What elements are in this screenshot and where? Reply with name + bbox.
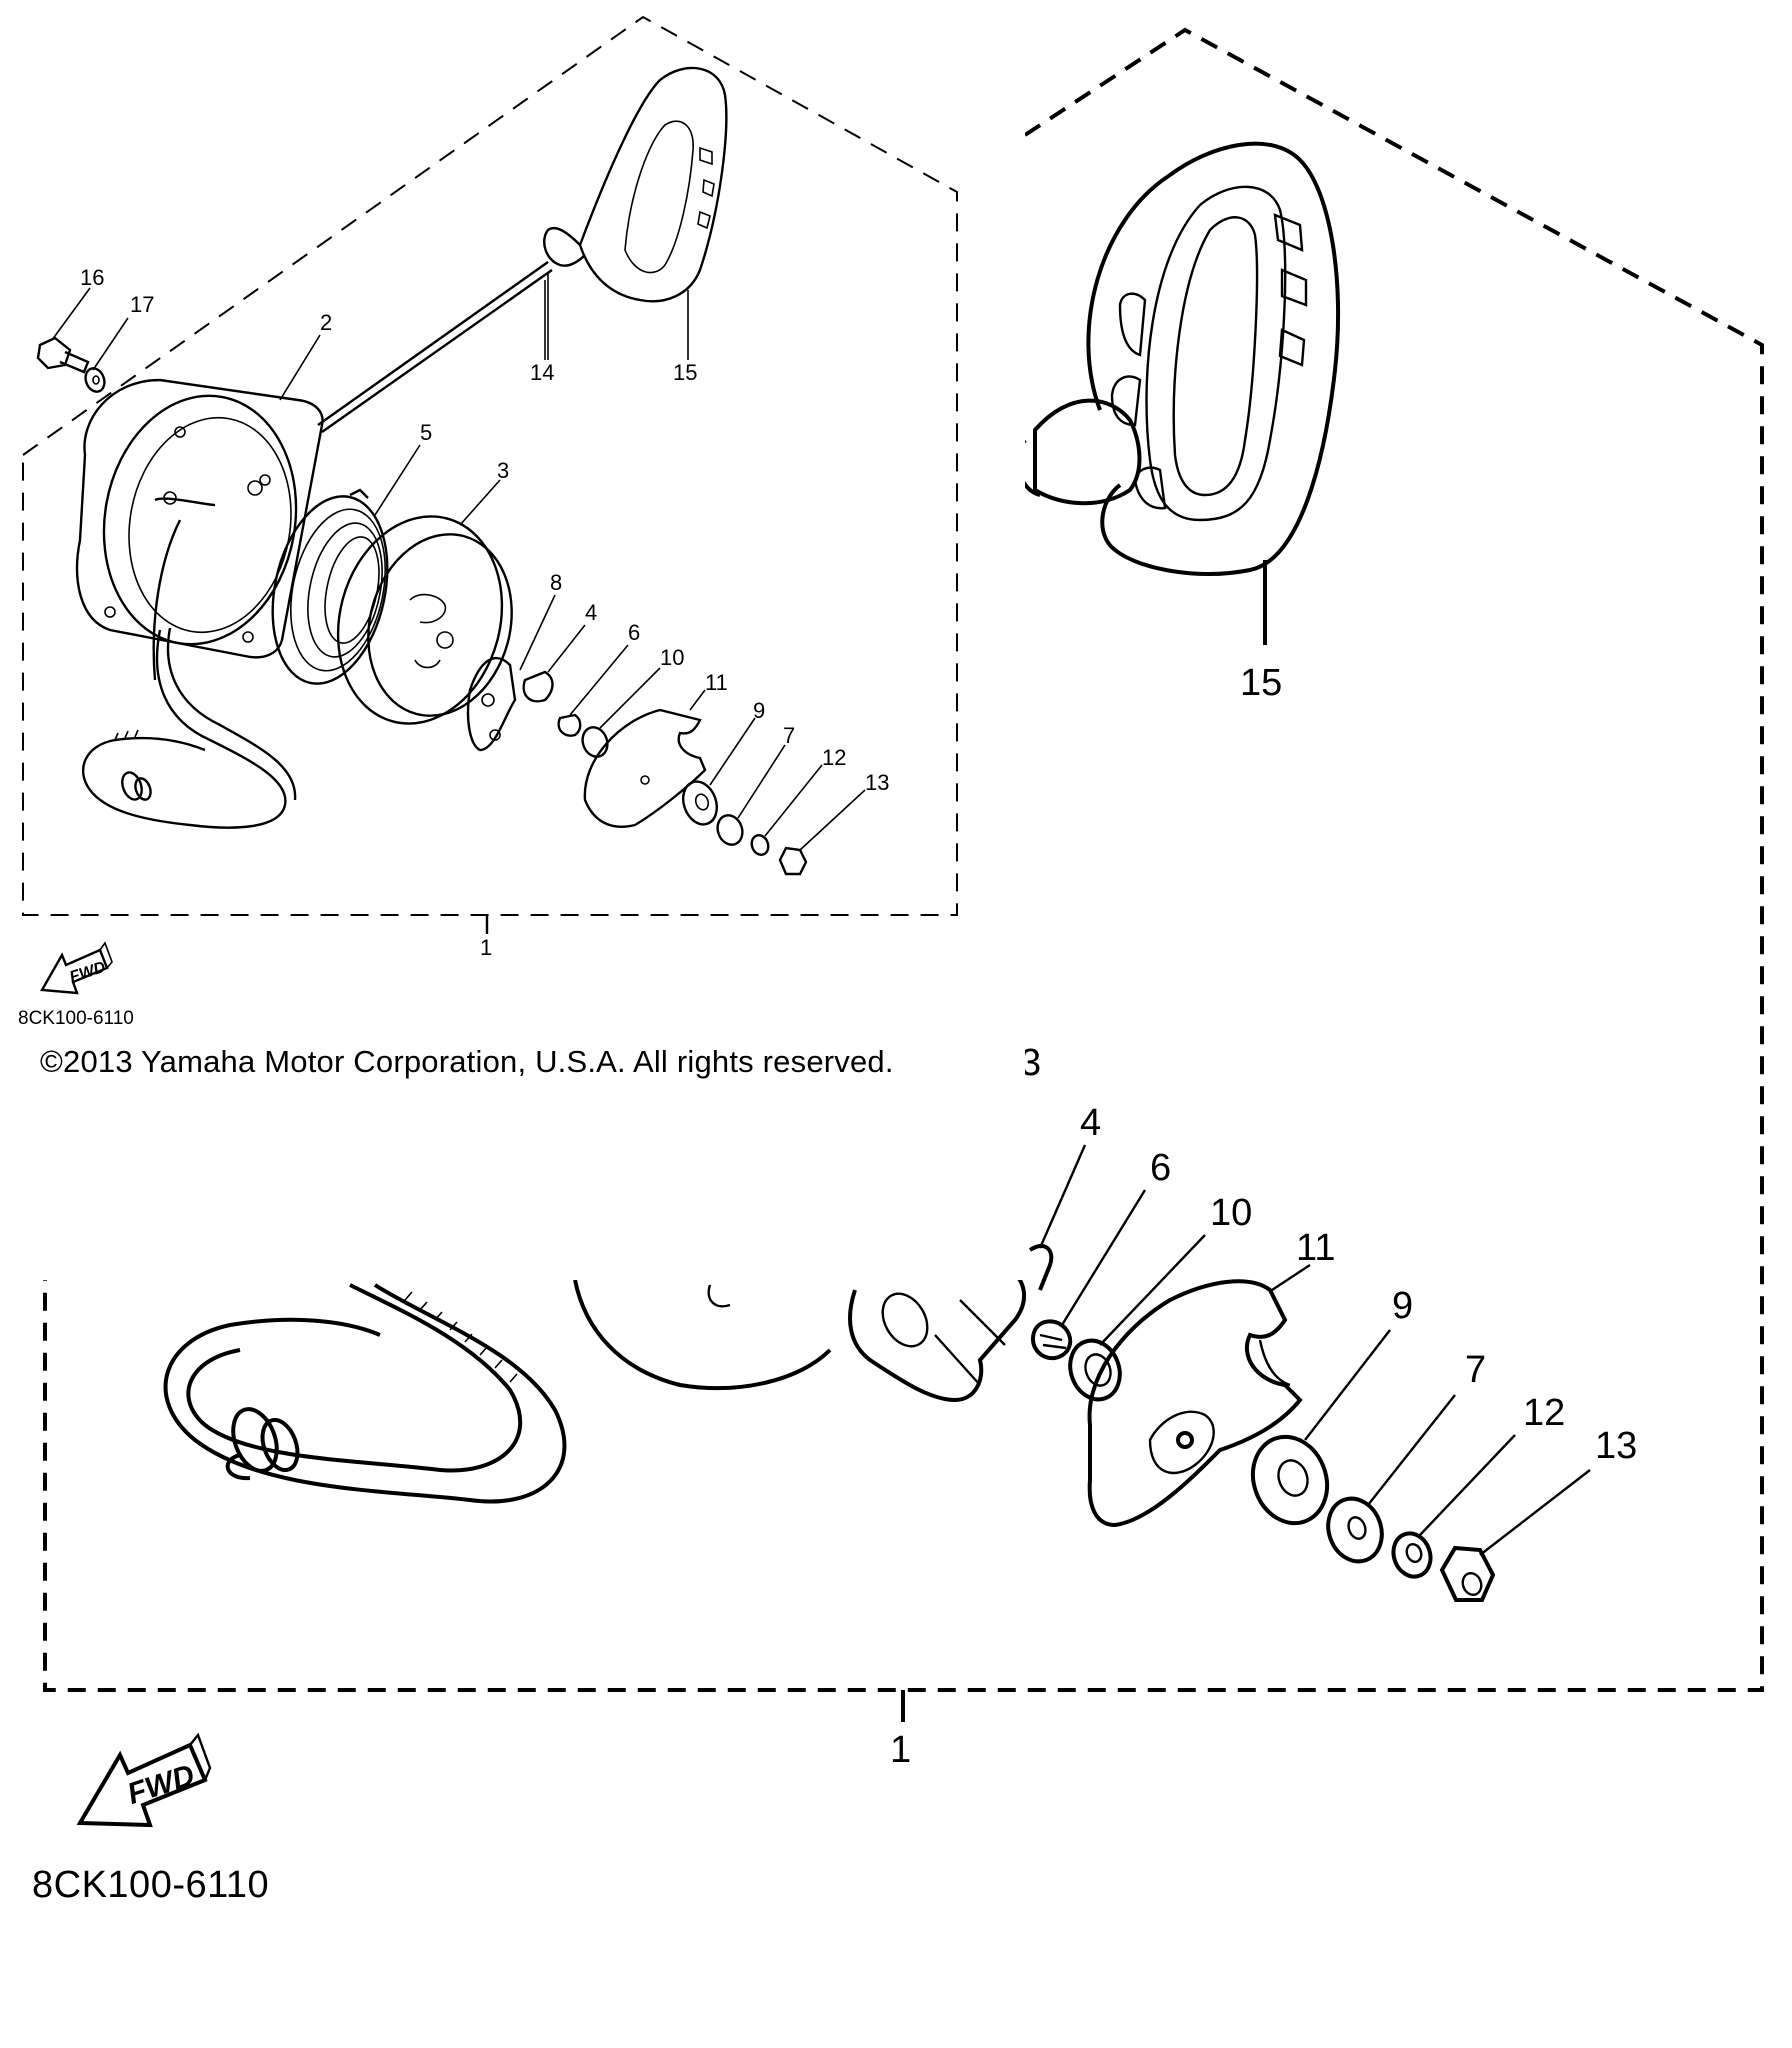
- inset-view: 16 17 2 14 15 5 3 8 4: [22, 15, 958, 995]
- enlarged-small-parts: [1031, 1144, 1591, 1602]
- callout-7-enlarged: 7: [1465, 1349, 1486, 1391]
- callout-1-enlarged: 1: [890, 1729, 911, 1771]
- callout-3: 3: [497, 458, 509, 483]
- callout-14: 14: [530, 360, 554, 385]
- callout-4: 4: [585, 600, 597, 625]
- enlarged-boundary: [43, 27, 1764, 1692]
- starter-housing: [75, 378, 324, 681]
- enlarged-lower-assembly: [163, 1244, 1054, 1504]
- enlarged-view: 15: [43, 27, 1764, 1828]
- callout-12-enlarged: 12: [1523, 1392, 1565, 1434]
- fwd-arrow-enlarged: FWD: [76, 1732, 212, 1828]
- callout-10: 10: [660, 645, 684, 670]
- callout-13-enlarged: 13: [1595, 1425, 1637, 1467]
- callout-9: 9: [753, 698, 765, 723]
- callout-6-enlarged: 6: [1150, 1147, 1171, 1189]
- callout-17: 17: [130, 292, 154, 317]
- inset-boundary: [22, 15, 958, 916]
- callout-13: 13: [865, 770, 889, 795]
- callout-11-enlarged: 11: [1296, 1227, 1335, 1269]
- svg-text:FWD: FWD: [124, 1759, 199, 1811]
- callout-15: 15: [673, 360, 697, 385]
- callout-7: 7: [783, 723, 795, 748]
- callout-3-enlarged: 3: [1020, 1042, 1041, 1084]
- callout-6: 6: [628, 620, 640, 645]
- part-code-enlarged: 8CK100-6110: [32, 1864, 270, 1906]
- rope-reel: [336, 515, 513, 725]
- starter-handle-enlarged: [1015, 141, 1341, 645]
- starter-handle: [543, 66, 728, 360]
- callout-15-enlarged: 15: [1240, 662, 1282, 704]
- callout-16: 16: [80, 265, 104, 290]
- callout-2: 2: [320, 310, 332, 335]
- callout-4-enlarged: 4: [1080, 1102, 1101, 1144]
- callout-9-enlarged: 9: [1392, 1285, 1413, 1327]
- part-code-inset: 8CK100-6110: [18, 1008, 134, 1029]
- copyright-notice: ©2013 Yamaha Motor Corporation, U.S.A. A…: [40, 1044, 894, 1079]
- callout-1: 1: [480, 935, 492, 960]
- callout-11: 11: [705, 670, 728, 695]
- callout-5: 5: [420, 420, 432, 445]
- callout-10-enlarged: 10: [1210, 1192, 1252, 1234]
- callout-12: 12: [822, 745, 846, 770]
- callout-8: 8: [550, 570, 562, 595]
- inset-backdrop: [0, 0, 1025, 1280]
